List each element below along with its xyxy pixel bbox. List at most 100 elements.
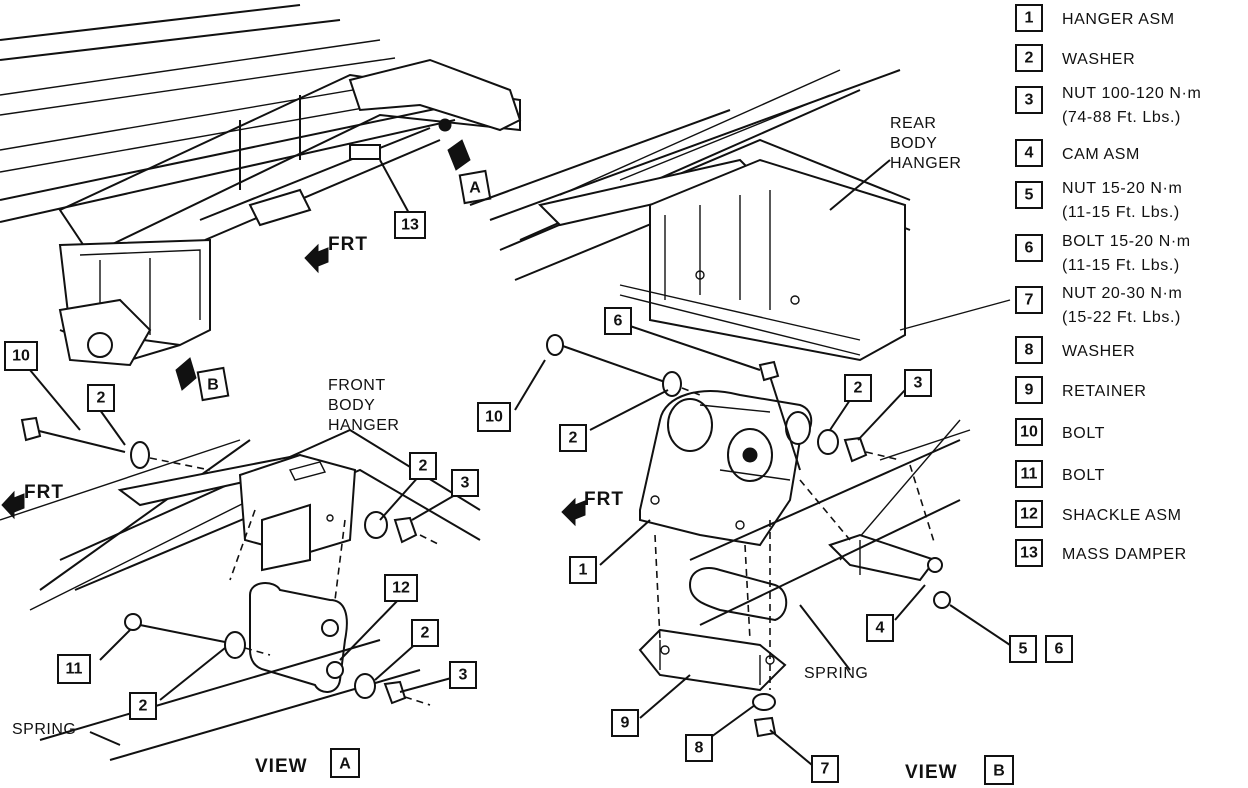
legend-number-box <box>1015 376 1043 404</box>
legend-number: 10 <box>1020 424 1038 441</box>
svg-text:BODY: BODY <box>328 397 375 414</box>
callout-11: 11 <box>57 654 91 684</box>
legend-number: 8 <box>1025 342 1034 359</box>
callout-7: 7 <box>811 755 839 783</box>
view-marker-a: A <box>447 139 492 205</box>
legend-number-box <box>1015 234 1043 262</box>
svg-text:B: B <box>207 377 219 394</box>
legend-number: 1 <box>1025 10 1034 27</box>
svg-text:HANGER: HANGER <box>328 417 399 434</box>
legend-label: NUT 20-30 N·m <box>1062 285 1182 302</box>
svg-text:13: 13 <box>401 217 419 234</box>
legend-number: 12 <box>1020 506 1038 523</box>
view-marker-b: B <box>175 357 230 402</box>
svg-text:5: 5 <box>1019 641 1028 658</box>
legend-label: MASS DAMPER <box>1062 546 1187 563</box>
legend-label: BOLT <box>1062 425 1105 442</box>
view-b-title: VIEW B <box>905 755 1014 785</box>
svg-text:2: 2 <box>854 380 863 397</box>
callout-9: 9 <box>611 709 639 737</box>
svg-text:3: 3 <box>461 475 470 492</box>
view-a-title: VIEW A <box>255 748 360 778</box>
legend-number-box <box>1015 44 1043 72</box>
svg-text:BODY: BODY <box>890 135 937 152</box>
callout-13: 13 <box>394 211 426 239</box>
svg-text:6: 6 <box>1055 641 1064 658</box>
svg-text:7: 7 <box>821 761 830 778</box>
legend-number-box <box>1015 500 1043 528</box>
callout-6-a: 6 <box>604 307 632 335</box>
svg-text:11: 11 <box>66 661 83 678</box>
legend-label: SHACKLE ASM <box>1062 507 1182 524</box>
frt-arrow-right: FRT <box>561 489 623 527</box>
spring-label-left: SPRING <box>12 721 76 738</box>
callout-5: 5 <box>1009 635 1037 663</box>
svg-text:6: 6 <box>614 313 623 330</box>
legend-item: 5 NUT 15-20 N·m (11-15 Ft. Lbs.) <box>1015 180 1182 221</box>
spring-label-right: SPRING <box>804 665 868 682</box>
svg-text:2: 2 <box>97 390 106 407</box>
legend-number-box <box>1015 139 1043 167</box>
svg-text:10: 10 <box>12 348 30 365</box>
svg-text:FRT: FRT <box>24 482 64 503</box>
legend-number: 9 <box>1025 382 1034 399</box>
callout-1: 1 <box>569 556 597 584</box>
svg-text:10: 10 <box>485 409 503 426</box>
svg-text:3: 3 <box>459 667 468 684</box>
svg-text:1: 1 <box>579 562 588 579</box>
legend-label: (11-15 Ft. Lbs.) <box>1062 204 1180 221</box>
callout-6-b: 6 <box>1045 635 1073 663</box>
legend-number: 2 <box>1025 50 1034 67</box>
callout-3-c: 3 <box>904 369 932 397</box>
legend-number-box <box>1015 286 1043 314</box>
legend-item: 7 NUT 20-30 N·m (15-22 Ft. Lbs.) <box>1015 285 1182 326</box>
legend-number: 6 <box>1025 240 1034 257</box>
legend-number-box <box>1015 4 1043 32</box>
legend-number-box <box>1015 86 1043 114</box>
legend-item: 1 HANGER ASM <box>1015 4 1175 32</box>
front-body-hanger-label: FRONT BODY HANGER <box>328 377 399 434</box>
svg-text:2: 2 <box>569 430 578 447</box>
legend-label: (11-15 Ft. Lbs.) <box>1062 257 1180 274</box>
legend-label: NUT 15-20 N·m <box>1062 180 1182 197</box>
callout-3-b: 3 <box>449 661 477 689</box>
legend-item: 4 CAM ASM <box>1015 139 1140 167</box>
legend-label: WASHER <box>1062 343 1135 360</box>
svg-text:4: 4 <box>876 620 885 637</box>
callout-4: 4 <box>866 614 894 642</box>
callout-2-d: 2 <box>129 692 157 720</box>
callout-2-c: 2 <box>411 619 439 647</box>
rear-body-hanger-label: REAR BODY HANGER <box>890 115 961 172</box>
svg-text:VIEW: VIEW <box>255 756 308 777</box>
svg-text:REAR: REAR <box>890 115 936 132</box>
legend-number-box <box>1015 181 1043 209</box>
legend-label: (15-22 Ft. Lbs.) <box>1062 309 1181 326</box>
legend-label: (74-88 Ft. Lbs.) <box>1062 109 1181 126</box>
frt-arrow-left: FRT <box>1 482 64 520</box>
leader-lines <box>29 159 1011 766</box>
legend-label: HANGER ASM <box>1062 11 1175 28</box>
legend-label: BOLT <box>1062 467 1105 484</box>
callout-2-b: 2 <box>409 452 437 480</box>
callout-12: 12 <box>384 574 418 602</box>
legend-number: 4 <box>1025 145 1034 162</box>
legend-label: RETAINER <box>1062 383 1147 400</box>
svg-text:2: 2 <box>139 698 148 715</box>
svg-text:HANGER: HANGER <box>890 155 961 172</box>
legend-number-box <box>1015 336 1043 364</box>
legend-number: 5 <box>1025 187 1034 204</box>
callout-3-a: 3 <box>451 469 479 497</box>
callout-8: 8 <box>685 734 713 762</box>
frt-arrow-top: FRT <box>304 234 367 274</box>
legend-label: CAM ASM <box>1062 146 1140 163</box>
svg-text:8: 8 <box>695 740 704 757</box>
callout-2-a: 2 <box>87 384 115 412</box>
legend-number: 7 <box>1025 292 1034 309</box>
